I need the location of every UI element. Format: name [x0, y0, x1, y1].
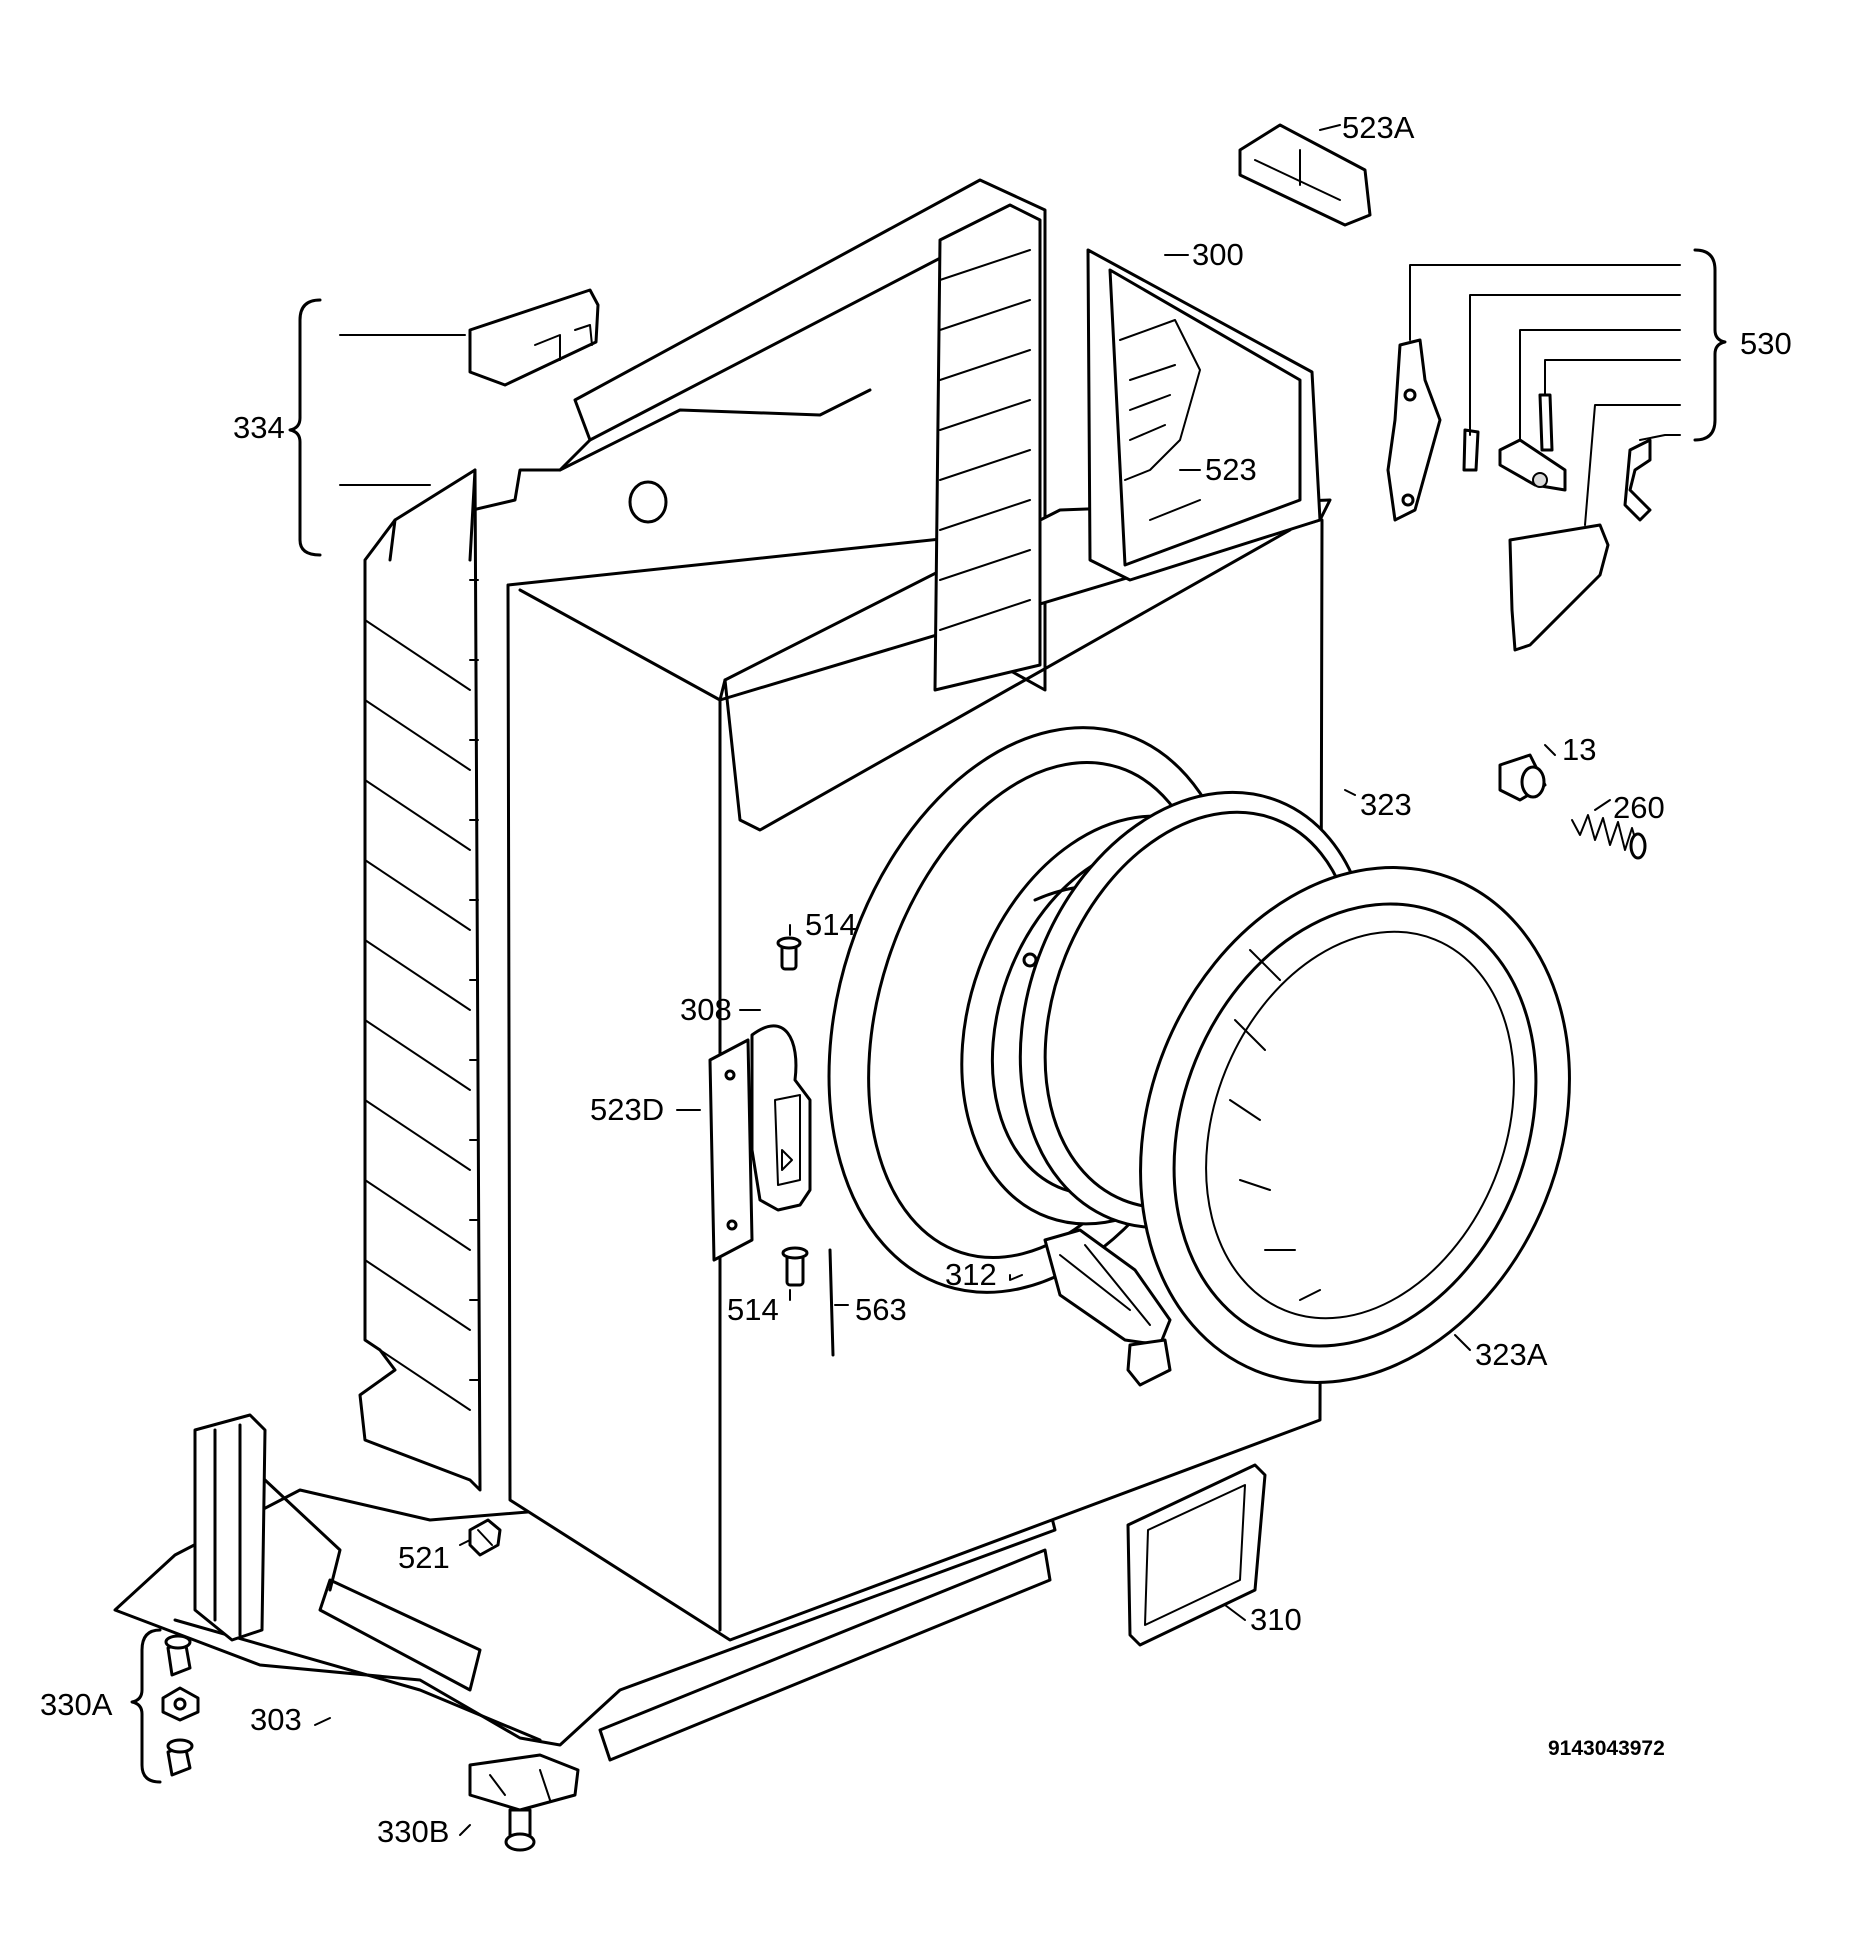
label-323A: 323A: [1475, 1337, 1548, 1372]
part-260-spring: [1571, 814, 1647, 860]
label-303: 303: [250, 1702, 302, 1737]
label-13: 13: [1562, 732, 1596, 767]
label-523A: 523A: [1342, 110, 1415, 145]
part-labels: 523A 300 530 334 523 13 323 260 514 308 …: [40, 110, 1792, 1849]
label-514-top: 514: [805, 907, 857, 942]
part-323A-outer-door-ring: [1126, 866, 1571, 1387]
part-308-door-lock: [750, 1024, 812, 1212]
label-312: 312: [945, 1257, 997, 1292]
part-521-screw: [468, 1518, 502, 1557]
part-334-clips: [468, 288, 600, 387]
part-530-hinge-assembly: [1386, 338, 1652, 652]
part-330B-adjustable-foot: [468, 1753, 580, 1852]
label-330B: 330B: [377, 1814, 449, 1849]
part-514-screw-top: [776, 936, 802, 971]
rear-column-ribs: [939, 249, 1031, 631]
label-530: 530: [1740, 326, 1792, 361]
part-523D-latch-plate: [708, 1038, 754, 1262]
left-side-panel: [358, 468, 482, 1492]
label-523: 523: [1205, 452, 1257, 487]
label-308: 308: [680, 992, 732, 1027]
label-330A: 330A: [40, 1687, 113, 1722]
label-310: 310: [1250, 1602, 1302, 1637]
part-514-screw-bottom: [781, 1246, 809, 1287]
label-334: 334: [233, 410, 285, 445]
leader-lines: [130, 124, 1727, 1836]
label-563: 563: [855, 1292, 907, 1327]
part-330A-foot-hardware: [161, 1634, 200, 1777]
part-563-rod: [828, 1248, 835, 1357]
part-523A-hinge-bracket: [1238, 123, 1372, 227]
label-300: 300: [1192, 237, 1244, 272]
part-13-bushing: [1498, 753, 1547, 802]
label-260: 260: [1613, 790, 1665, 825]
label-323: 323: [1360, 787, 1412, 822]
drawing-code: 9143043972: [1548, 1737, 1665, 1760]
label-514-bottom: 514: [727, 1292, 779, 1327]
label-523D: 523D: [590, 1092, 664, 1127]
label-521: 521: [398, 1540, 450, 1575]
part-310-filter-cover: [1126, 1463, 1267, 1647]
